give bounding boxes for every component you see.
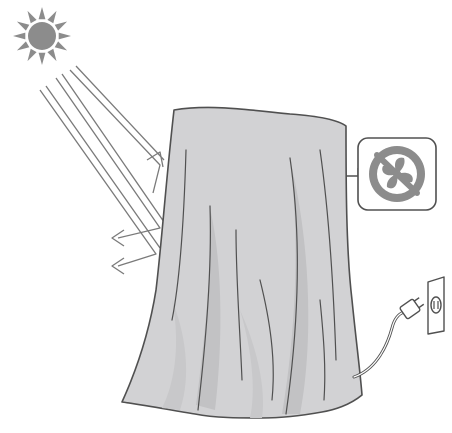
sun-ray [39, 7, 46, 19]
sun-icon [13, 7, 71, 65]
sun-ray [39, 53, 46, 65]
sun-ray [17, 22, 29, 31]
sun-ray [55, 41, 67, 50]
sun-ray [17, 41, 29, 50]
sun-ray [59, 33, 71, 40]
sun-ray [13, 33, 25, 40]
wall-outlet-icon [428, 277, 444, 334]
sun-ray [47, 49, 56, 61]
sun-ray [28, 49, 37, 61]
sunlight-rays-icon [40, 66, 164, 274]
power-plug-icon [354, 295, 425, 377]
fan-callout [346, 138, 436, 210]
sun-ray [55, 22, 67, 31]
sun-ray [28, 11, 37, 23]
fan-prohibited-icon [369, 146, 425, 202]
sun-ray [47, 11, 56, 23]
